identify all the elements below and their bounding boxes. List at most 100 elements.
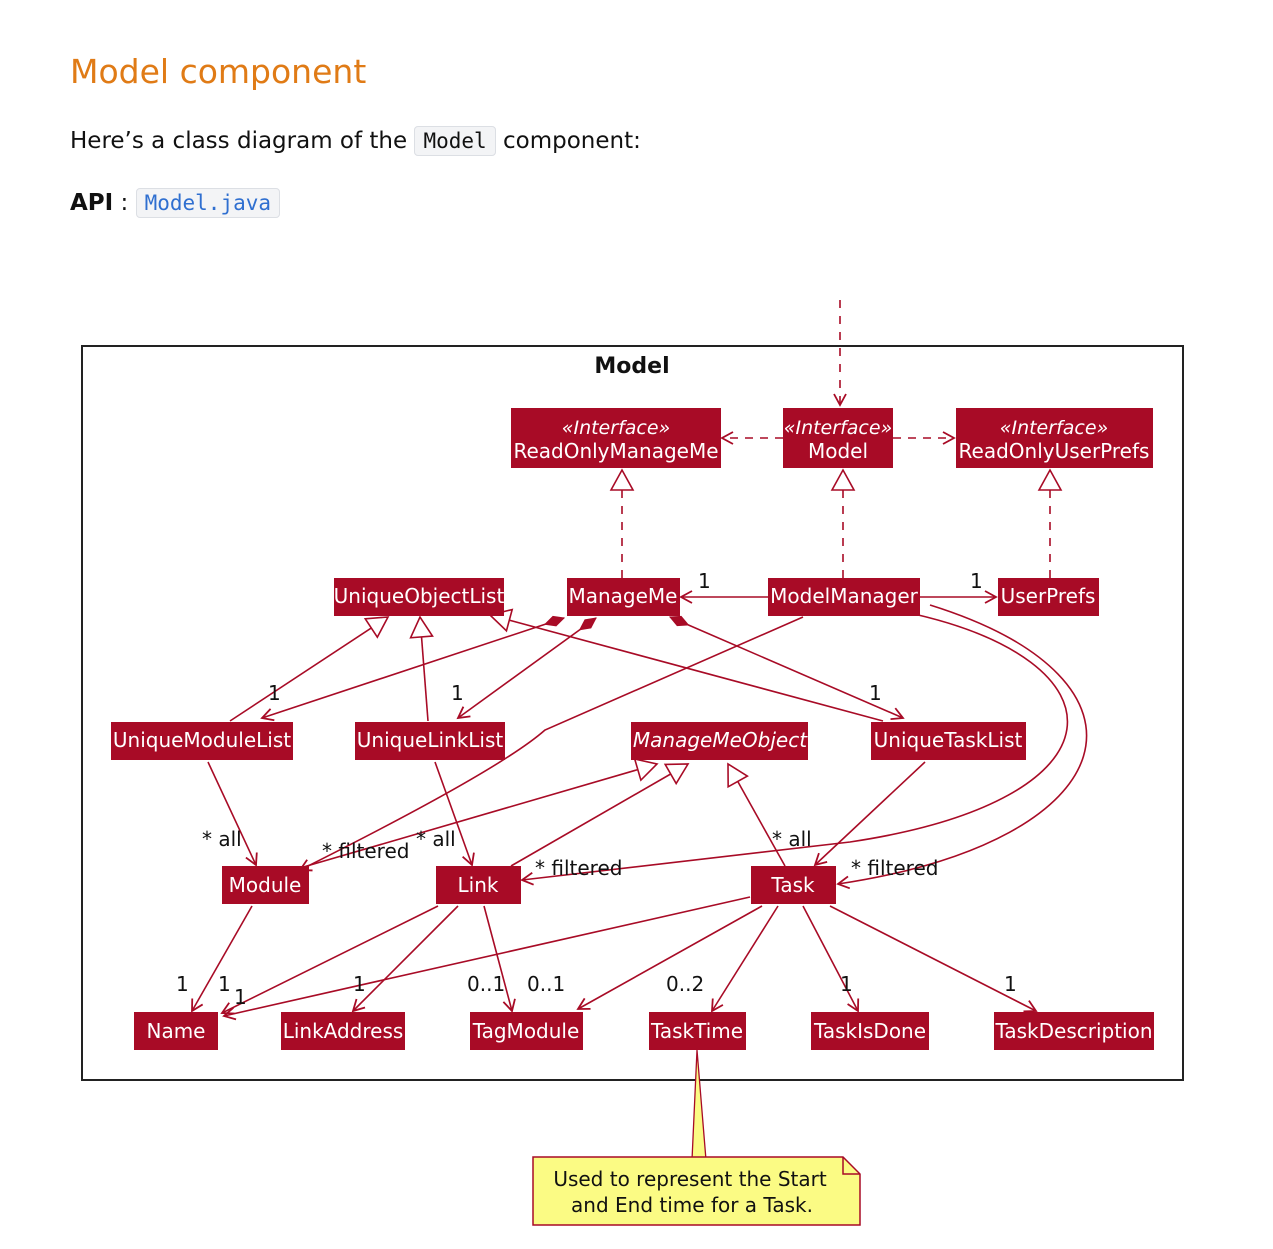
edge-task-to-taskdescription (829, 905, 1038, 1013)
edge-uniquemodulelist-all-module (207, 761, 258, 867)
mult-linkaddress: 1 (353, 972, 366, 996)
class-task-time[interactable]: TaskTime (649, 1012, 746, 1050)
edge-uniquetasklist-all-task (813, 761, 926, 867)
intro-text-before: Here’s a class diagram of the (70, 128, 415, 154)
edge-link-extends-managemeobject (510, 763, 690, 867)
class-read-only-user-prefs[interactable]: «Interface» ReadOnlyUserPrefs (956, 408, 1153, 468)
mult-name-a: 1 (176, 972, 189, 996)
edge-task-to-tasktime (710, 905, 779, 1013)
mult-task-filtered: * filtered (851, 856, 938, 880)
edge-uniquelinklist-extends-uniqueobjectlist (409, 615, 434, 722)
model-package-frame (81, 345, 1184, 1081)
edge-manageme-composes-uniquemodulelist (262, 618, 564, 718)
class-unique-task-list[interactable]: UniqueTaskList (871, 722, 1026, 760)
mult-name-c: 1 (234, 985, 247, 1009)
class-label: ManageMeObject (633, 728, 808, 752)
mult-name-b: 1 (218, 972, 231, 996)
note-tasktime: Used to represent the Start and End time… (532, 1156, 861, 1226)
edge-modelmanager-filtered-task (836, 604, 1088, 890)
class-link[interactable]: Link (436, 866, 521, 904)
mult-modulelist: 1 (268, 681, 281, 705)
class-link-address[interactable]: LinkAddress (281, 1012, 405, 1050)
class-tag-module[interactable]: TagModule (470, 1012, 583, 1050)
class-manage-me-object[interactable]: ManageMeObject (631, 722, 808, 760)
class-label: UniqueLinkList (357, 728, 504, 752)
mult-taskdescription: 1 (1004, 972, 1017, 996)
class-label: TaskIsDone (813, 1019, 926, 1043)
class-user-prefs[interactable]: UserPrefs (998, 578, 1099, 616)
class-model-manager[interactable]: ModelManager (768, 578, 920, 616)
class-task[interactable]: Task (751, 866, 836, 904)
mult-userprefs: 1 (970, 569, 983, 593)
class-unique-object-list[interactable]: UniqueObjectList (334, 578, 505, 616)
class-unique-link-list[interactable]: UniqueLinkList (355, 722, 505, 760)
edge-manageme-composes-uniquelinklist (458, 618, 596, 718)
class-label: Model (808, 439, 868, 463)
note-line-2: and End time for a Task. (571, 1193, 813, 1217)
class-label: ModelManager (770, 584, 918, 608)
class-label: LinkAddress (283, 1019, 404, 1043)
edge-modelmanager-filtered-link (520, 611, 1069, 886)
intro-text: Here’s a class diagram of the Model comp… (70, 126, 641, 156)
class-task-is-done[interactable]: TaskIsDone (811, 1012, 929, 1050)
stereotype-label: «Interface» (562, 417, 671, 439)
stereotype-label: «Interface» (1000, 417, 1109, 439)
mult-tagmodule-b: 0..1 (527, 972, 565, 996)
class-label: ManageMe (568, 584, 677, 608)
stereotype-label: «Interface» (784, 417, 893, 439)
class-module[interactable]: Module (222, 866, 309, 904)
note-line-1: Used to represent the Start (553, 1167, 827, 1191)
class-label: UserPrefs (1001, 584, 1096, 608)
mult-module-all: * all (202, 827, 242, 851)
class-label: Link (458, 873, 499, 897)
edge-task-to-tagmodule (576, 905, 763, 1010)
edge-link-to-tagmodule (483, 905, 516, 1013)
edge-note-anchor (691, 1049, 707, 1161)
edge-uniquelinklist-all-link (434, 761, 475, 867)
edge-uniquemodulelist-extends-uniqueobjectlist (229, 616, 390, 722)
edge-manageme-composes-uniquetasklist (670, 617, 903, 718)
class-label: TaskDescription (994, 1019, 1152, 1043)
class-label: ReadOnlyUserPrefs (959, 439, 1150, 463)
edge-module-to-name (191, 905, 253, 1013)
api-separator: : (113, 190, 136, 216)
class-task-description[interactable]: TaskDescription (994, 1012, 1154, 1050)
class-model-interface[interactable]: «Interface» Model (783, 408, 893, 468)
mult-tasklist: 1 (869, 681, 882, 705)
edge-task-extends-managemeobject (727, 762, 786, 867)
class-label: UniqueTaskList (874, 728, 1023, 752)
class-label: Task (770, 873, 815, 897)
model-package-title: Model (594, 354, 669, 379)
api-label: API (70, 190, 114, 216)
mult-link-all: * all (416, 827, 456, 851)
edge-link-to-name (220, 905, 439, 1015)
page-heading: Model component (70, 52, 367, 91)
api-link[interactable]: Model.java (135, 188, 281, 218)
mult-tagmodule-a: 0..1 (467, 972, 505, 996)
class-name[interactable]: Name (134, 1012, 218, 1050)
edge-task-to-name (222, 896, 751, 1021)
class-label: UniqueObjectList (334, 584, 505, 608)
intro-text-after: component: (495, 128, 641, 154)
mult-task-all: * all (772, 827, 812, 851)
mult-manageme: 1 (698, 569, 711, 593)
edge-task-to-taskisdone (802, 905, 860, 1013)
class-read-only-manage-me[interactable]: «Interface» ReadOnlyManageMe (511, 408, 721, 468)
class-label: ReadOnlyManageMe (513, 439, 718, 463)
class-manage-me[interactable]: ManageMe (567, 578, 680, 616)
mult-link-filtered: * filtered (535, 856, 622, 880)
mult-tasktime: 0..2 (666, 972, 704, 996)
mult-taskisdone: 1 (840, 972, 853, 996)
class-label: TagModule (472, 1019, 580, 1043)
class-label: Name (146, 1019, 205, 1043)
edge-link-to-linkaddress (351, 905, 459, 1013)
inline-code-model: Model (414, 126, 496, 156)
mult-linklist: 1 (451, 681, 464, 705)
edge-module-extends-managemeobject (299, 757, 659, 869)
edge-modelmanager-filtered-module (298, 616, 804, 872)
class-label: Module (229, 873, 302, 897)
class-unique-module-list[interactable]: UniqueModuleList (111, 722, 293, 760)
class-label: UniqueModuleList (113, 728, 291, 752)
api-line: API : Model.java (70, 188, 281, 218)
